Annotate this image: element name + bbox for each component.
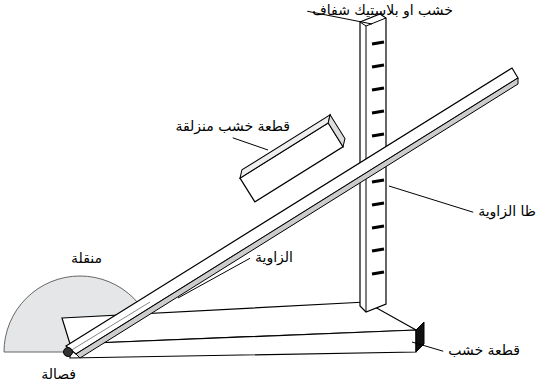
leader-line xyxy=(389,186,473,212)
scale-tick xyxy=(372,226,384,228)
part-label: ظا الزاوية xyxy=(476,203,538,220)
scale-tick xyxy=(372,111,384,113)
leader-lines xyxy=(178,11,473,351)
part-label: خشب او بلاستيك شفاف xyxy=(310,2,455,19)
scale-tick xyxy=(372,88,384,90)
part-label: قطعة خشب منزلقة xyxy=(173,118,292,135)
incline-board xyxy=(66,68,518,354)
part-label: فصالة xyxy=(39,366,78,383)
hinge xyxy=(64,348,73,357)
leader-line xyxy=(233,138,268,150)
base-board-front xyxy=(70,330,416,358)
scale-tick xyxy=(372,134,384,136)
part-label: قطعة خشب xyxy=(446,342,522,359)
leader-line xyxy=(412,342,443,351)
scale-tick xyxy=(372,203,384,205)
part-label: الزاوية xyxy=(253,249,295,266)
protractor-needle xyxy=(70,302,150,351)
leader-line xyxy=(178,258,250,298)
part-label: منقلة xyxy=(69,250,104,267)
vertical-board-edge xyxy=(366,18,386,26)
scale-tick xyxy=(372,272,384,274)
scale-tick xyxy=(372,42,384,44)
base-board-end xyxy=(416,322,424,352)
incline-board-side xyxy=(76,78,518,358)
scale-tick xyxy=(372,65,384,67)
scale-tick xyxy=(372,180,384,182)
scale-tick xyxy=(372,249,384,251)
